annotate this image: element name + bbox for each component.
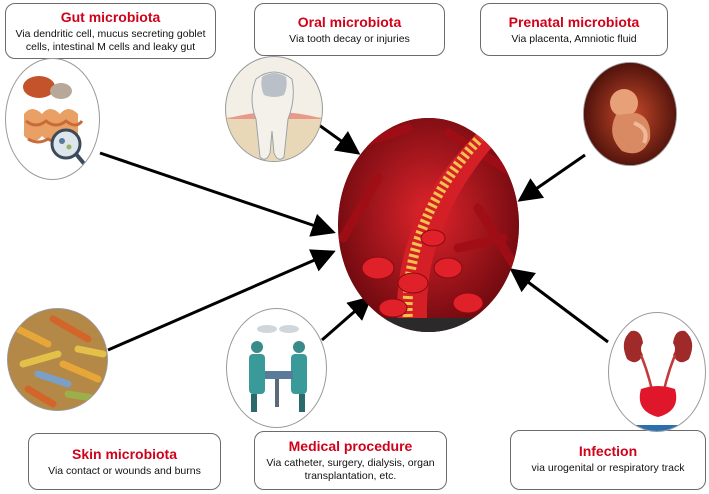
medical-procedure-title: Medical procedure (288, 438, 413, 454)
arrow-gut (99, 151, 336, 237)
urinary-tract-illustration (608, 312, 706, 432)
gut-microbiota-box: Gut microbiota Via dendritic cell, mucus… (5, 3, 216, 59)
skin-microbiota-title: Skin microbiota (71, 446, 178, 462)
kidney-icon (609, 330, 705, 431)
prenatal-microbiota-title: Prenatal microbiota (508, 14, 640, 30)
infection-box: Infection via urogenital or respiratory … (510, 430, 706, 490)
medical-procedure-box: Medical procedure Via catheter, surgery,… (254, 431, 447, 490)
intestine-icon (23, 76, 88, 168)
blood-vessel-icon (338, 118, 519, 332)
tooth-illustration (225, 56, 323, 162)
prenatal-microbiota-desc: Via placenta, Amniotic fluid (511, 33, 637, 45)
bacteria-icon (8, 309, 107, 410)
fetus-icon (584, 63, 676, 165)
surgery-illustration (226, 308, 327, 428)
gut-illustration (5, 58, 100, 180)
arrow-skin (107, 249, 336, 352)
prenatal-microbiota-box: Prenatal microbiota Via placenta, Amniot… (480, 3, 668, 56)
skin-microbiota-desc: Via contact or wounds and burns (48, 465, 201, 477)
surgeon-icon (249, 325, 307, 412)
infection-title: Infection (578, 443, 638, 459)
gut-microbiota-title: Gut microbiota (60, 9, 161, 25)
oral-microbiota-title: Oral microbiota (297, 14, 402, 30)
tooth-icon (226, 71, 322, 161)
infection-desc: via urogenital or respiratory track (531, 462, 685, 474)
skin-microbiota-box: Skin microbiota Via contact or wounds an… (28, 433, 221, 490)
oral-microbiota-box: Oral microbiota Via tooth decay or injur… (254, 3, 445, 56)
arrow-medical (321, 296, 373, 342)
fetus-illustration (583, 62, 677, 166)
skin-bacteria-illustration (7, 308, 108, 411)
arrow-prenatal (517, 153, 586, 202)
blood-vessel-center (338, 118, 519, 332)
oral-microbiota-desc: Via tooth decay or injuries (289, 33, 410, 45)
gut-microbiota-desc: Via dendritic cell, mucus secreting gobl… (15, 28, 206, 53)
medical-procedure-desc: Via catheter, surgery, dialysis, organ t… (266, 457, 435, 482)
arrow-infection (509, 268, 609, 344)
